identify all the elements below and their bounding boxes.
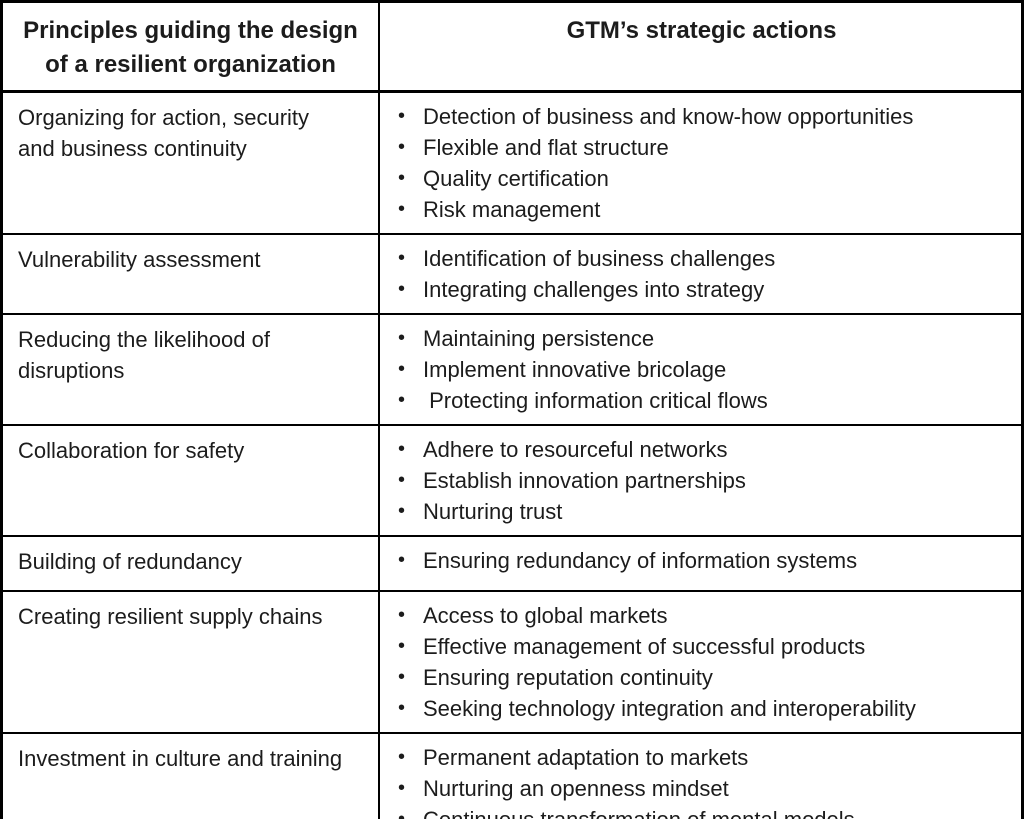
principle-cell: Creating resilient supply chains bbox=[3, 592, 380, 732]
bullet-item: • Integrating challenges into strategy bbox=[396, 274, 1007, 305]
bullet-icon: • bbox=[398, 105, 406, 127]
principle-cell: Building of redundancy bbox=[3, 537, 380, 590]
principle-cell: Vulnerability assessment bbox=[3, 235, 380, 313]
action-text: Effective management of successful produ… bbox=[423, 634, 866, 659]
action-text: Adhere to resourceful networks bbox=[423, 437, 728, 462]
principles-header-cell: Principles guiding the design of a resil… bbox=[3, 3, 380, 90]
bullet-icon: • bbox=[398, 438, 406, 460]
bullet-icon: • bbox=[398, 136, 406, 158]
bullet-item: • Protecting information critical flows bbox=[396, 385, 1007, 416]
bullet-item: • Quality certification bbox=[396, 163, 1007, 194]
actions-cell: • Adhere to resourceful networks • Estab… bbox=[380, 426, 1021, 535]
action-text: Nurturing an openness mindset bbox=[423, 776, 729, 801]
bullet-item: • Nurturing an openness mindset bbox=[396, 773, 1007, 804]
principle-cell: Investment in culture and training bbox=[3, 734, 380, 819]
bullet-item: • Establish innovation partnerships bbox=[396, 465, 1007, 496]
actions-cell: • Detection of business and know-how opp… bbox=[380, 93, 1021, 233]
bullet-icon: • bbox=[398, 358, 406, 380]
bullet-item: • Maintaining persistence bbox=[396, 323, 1007, 354]
actions-cell: • Permanent adaptation to markets • Nurt… bbox=[380, 734, 1021, 819]
action-text: Ensuring reputation continuity bbox=[423, 665, 713, 690]
bullet-icon: • bbox=[398, 389, 406, 411]
bullet-icon: • bbox=[398, 666, 406, 688]
bullet-icon: • bbox=[398, 198, 406, 220]
table-row: Vulnerability assessment • Identificatio… bbox=[3, 235, 1021, 315]
table-row: Investment in culture and training • Per… bbox=[3, 734, 1021, 819]
actions-cell: • Ensuring redundancy of information sys… bbox=[380, 537, 1021, 590]
principle-cell: Collaboration for safety bbox=[3, 426, 380, 535]
header-row: Principles guiding the design of a resil… bbox=[3, 3, 1021, 93]
bullet-icon: • bbox=[398, 247, 406, 269]
bullet-item: • Risk management bbox=[396, 194, 1007, 225]
bullet-icon: • bbox=[398, 697, 406, 719]
action-text: Seeking technology integration and inter… bbox=[423, 696, 916, 721]
actions-cell: • Access to global markets • Effective m… bbox=[380, 592, 1021, 732]
bullet-icon: • bbox=[398, 635, 406, 657]
bullet-icon: • bbox=[398, 327, 406, 349]
bullet-icon: • bbox=[398, 167, 406, 189]
bullet-item: • Detection of business and know-how opp… bbox=[396, 101, 1007, 132]
bullet-icon: • bbox=[398, 500, 406, 522]
action-text: Identification of business challenges bbox=[423, 246, 776, 271]
bullet-item: • Ensuring redundancy of information sys… bbox=[396, 545, 1007, 576]
action-text: Establish innovation partnerships bbox=[423, 468, 746, 493]
bullet-item: • Nurturing trust bbox=[396, 496, 1007, 527]
actions-cell: • Identification of business challenges … bbox=[380, 235, 1021, 313]
bullet-item: • Identification of business challenges bbox=[396, 243, 1007, 274]
bullet-icon: • bbox=[398, 469, 406, 491]
principle-cell: Reducing the likelihood of disruptions bbox=[3, 315, 380, 424]
principle-cell: Organizing for action, security and busi… bbox=[3, 93, 380, 233]
action-text: Ensuring redundancy of information syste… bbox=[423, 548, 858, 573]
action-text: Access to global markets bbox=[423, 603, 668, 628]
bullet-item: • Ensuring reputation continuity bbox=[396, 662, 1007, 693]
action-text: Detection of business and know-how oppor… bbox=[423, 104, 914, 129]
bullet-icon: • bbox=[398, 604, 406, 626]
bullet-item: • Effective management of successful pro… bbox=[396, 631, 1007, 662]
table-row: Organizing for action, security and busi… bbox=[3, 93, 1021, 235]
action-text: Protecting information critical flows bbox=[423, 388, 768, 413]
action-text: Permanent adaptation to markets bbox=[423, 745, 749, 770]
action-text: Flexible and flat structure bbox=[423, 135, 669, 160]
bullet-item: • Flexible and flat structure bbox=[396, 132, 1007, 163]
action-text: Maintaining persistence bbox=[423, 326, 655, 351]
bullet-item: • Permanent adaptation to markets bbox=[396, 742, 1007, 773]
actions-cell: • Maintaining persistence • Implement in… bbox=[380, 315, 1021, 424]
bullet-item: • Implement innovative bricolage bbox=[396, 354, 1007, 385]
bullet-item: • Continuous transformation of mental mo… bbox=[396, 804, 1007, 819]
table-row: Reducing the likelihood of disruptions •… bbox=[3, 315, 1021, 426]
table-row: Creating resilient supply chains • Acces… bbox=[3, 592, 1021, 734]
bullet-icon: • bbox=[398, 746, 406, 768]
actions-header-cell: GTM’s strategic actions bbox=[566, 17, 837, 44]
bullet-icon: • bbox=[398, 777, 406, 799]
table-row: Building of redundancy • Ensuring redund… bbox=[3, 537, 1021, 592]
action-text: Continuous transformation of mental mode… bbox=[423, 804, 855, 819]
table-row: Collaboration for safety • Adhere to res… bbox=[3, 426, 1021, 537]
action-text: Implement innovative bricolage bbox=[423, 357, 727, 382]
bullet-item: • Adhere to resourceful networks bbox=[396, 434, 1007, 465]
bullet-item: • Seeking technology integration and int… bbox=[396, 693, 1007, 724]
action-text: Integrating challenges into strategy bbox=[423, 277, 765, 302]
bullet-item: • Access to global markets bbox=[396, 600, 1007, 631]
bullet-icon: • bbox=[398, 808, 406, 819]
action-text: Nurturing trust bbox=[423, 499, 563, 524]
bullet-icon: • bbox=[398, 278, 406, 300]
action-text: Quality certification bbox=[423, 166, 609, 191]
action-text: Risk management bbox=[423, 197, 601, 222]
bullet-icon: • bbox=[398, 549, 406, 571]
